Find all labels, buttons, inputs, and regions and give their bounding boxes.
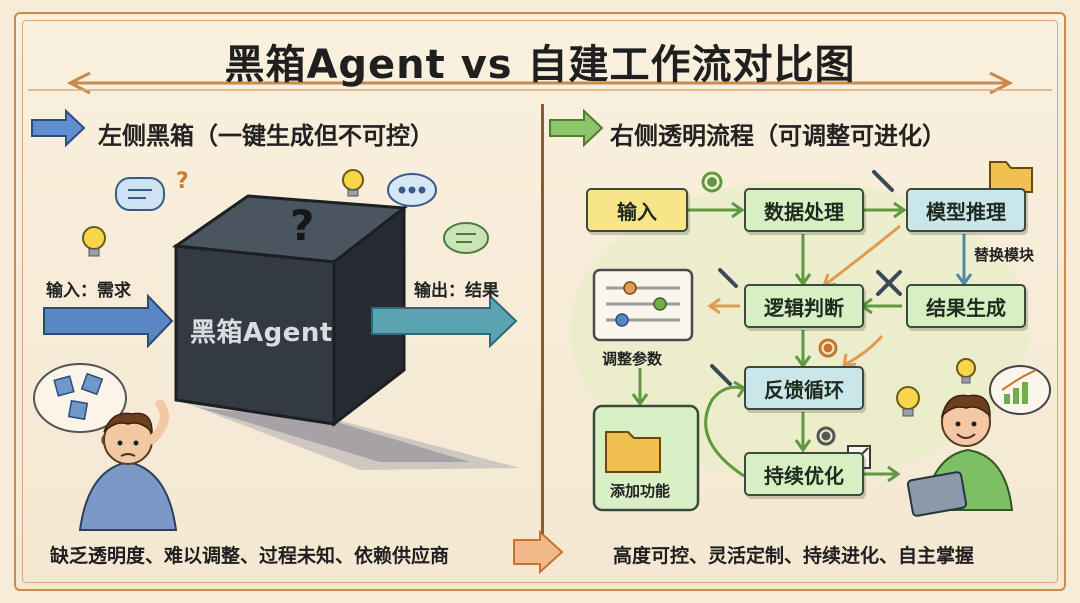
confused-person-illustration xyxy=(78,399,178,531)
node-result-generation: 结果生成 xyxy=(906,284,1026,328)
center-divider xyxy=(541,104,544,534)
input-label: 输入：需求 xyxy=(46,281,131,301)
growth-chart-bubble-icon xyxy=(989,365,1051,415)
gear-icon-lower xyxy=(816,426,836,446)
cube-shadow xyxy=(178,400,520,470)
ellipsis-bubble-icon xyxy=(387,173,437,207)
flow-connectors xyxy=(688,201,907,483)
node-feedback-loop: 反馈循环 xyxy=(744,366,864,410)
left-bottom-summary: 缺乏透明度、难以调整、过程未知、依赖供应商 xyxy=(50,545,450,567)
right-heading: 右侧透明流程（可调整可进化） xyxy=(610,122,946,150)
bottom-center-arrow xyxy=(513,529,564,575)
replace-module-label: 替换模块 xyxy=(974,246,1035,264)
node-data-processing: 数据处理 xyxy=(744,188,864,232)
cube-label: 黑箱Agent xyxy=(190,318,333,348)
output-arrow xyxy=(371,293,518,349)
input-arrow xyxy=(43,293,174,349)
wrench-icon xyxy=(710,170,902,386)
gear-icon xyxy=(701,171,723,193)
black-box-cube xyxy=(171,194,409,428)
left-heading-arrow xyxy=(31,108,86,148)
adjust-params-label: 调整参数 xyxy=(602,350,663,368)
page-title: 黑箱Agent vs 自建工作流对比图 xyxy=(224,42,856,88)
slider-panel-icon xyxy=(592,268,694,342)
orange-connectors xyxy=(707,224,901,368)
right-bottom-summary: 高度可控、灵活定制、持续进化、自主掌握 xyxy=(613,545,975,567)
chat-bubble-icon xyxy=(115,177,165,211)
node-input: 输入 xyxy=(586,188,688,232)
question-doodle-icon: ? xyxy=(176,169,189,194)
add-feature-panel xyxy=(592,404,700,512)
node-model-inference: 模型推理 xyxy=(906,188,1026,232)
node-continuous-optimization: 持续优化 xyxy=(744,452,864,496)
puzzle-thought-cloud xyxy=(33,363,127,447)
question-mark-icon: ? xyxy=(290,201,314,250)
output-label: 输出：结果 xyxy=(414,281,499,301)
happy-person-illustration xyxy=(906,394,1014,517)
lightbulb-icon-left xyxy=(82,226,106,257)
left-heading: 左侧黑箱（一键生成但不可控） xyxy=(98,122,434,150)
add-feature-label: 添加功能 xyxy=(610,482,671,500)
right-heading-arrow xyxy=(549,108,604,148)
lightbulb-icon-right xyxy=(896,358,976,417)
lightbulb-icon-top xyxy=(342,169,364,197)
gear-icon-small xyxy=(818,338,838,358)
list-bubble-icon xyxy=(443,222,489,254)
node-logic-judgment: 逻辑判断 xyxy=(744,284,864,328)
